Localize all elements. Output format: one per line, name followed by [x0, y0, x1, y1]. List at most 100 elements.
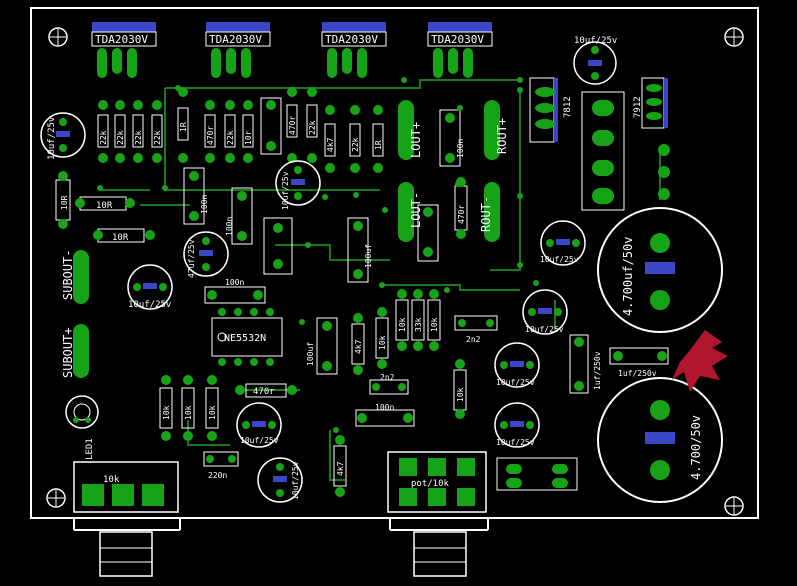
resistor-label: 22k: [153, 130, 162, 145]
resistor-label: 22k: [226, 130, 235, 145]
cap-right-3-label: 10uf/25v: [496, 378, 535, 387]
resistor-label: 470r: [253, 387, 275, 397]
resistor-label: 4k7: [354, 339, 363, 354]
rout-pos-label: ROUT+: [495, 118, 509, 154]
cap-left-mid: 10uf/25v: [127, 264, 173, 310]
cap-100n-bottom: 100n: [355, 403, 415, 427]
amp-ic-3-label: TDA2030V: [325, 33, 378, 46]
mounting-hole-top-left: [48, 27, 68, 47]
terminal-bottom-right: [496, 457, 578, 491]
resistor-label: 22k: [134, 130, 143, 145]
resistor-label: 470r: [288, 116, 297, 135]
big-cap-top-label: 4.700uf/50v: [621, 237, 635, 316]
amp-ic-3: TDA2030V: [321, 22, 387, 78]
cap-mid-2: 47uf/25v: [183, 231, 229, 278]
resistor-horizontal-group: 10R 10R 10R: [55, 171, 155, 243]
cap-2n2-right: 2n2: [454, 315, 498, 344]
opamp-ne5532: NE5532N: [211, 308, 283, 366]
subout-neg-label: SUBOUT-: [61, 249, 75, 300]
resistor-label: 4k7: [336, 461, 345, 476]
resistor-label: 1R: [374, 140, 383, 150]
regulator-7912-label: 7912: [633, 96, 643, 118]
cap-1uf-h-label: 1uf/250v: [618, 369, 657, 378]
lout-neg-label: LOUT-: [409, 192, 423, 228]
resistor-label: 10k: [398, 317, 407, 332]
copper-traces: [100, 79, 661, 481]
resistor-bodies-top: [97, 104, 384, 157]
resistor-label: 10k: [208, 405, 217, 420]
pot-right[interactable]: pot/10k: [387, 451, 487, 577]
cap-1uf-vertical: 1uf/250v: [569, 334, 602, 394]
cap-mid-1-label: 10uf/25v: [281, 171, 290, 210]
resistor-label: 22k: [351, 137, 360, 152]
power-terminal: [581, 91, 625, 211]
cap-1uf-horizontal: 1uf/250v: [609, 347, 669, 378]
cap-100n-top: 100n: [204, 278, 266, 304]
cap-bottom-2-label: 10uf/25v: [291, 461, 300, 500]
resistor-label: 10k: [456, 387, 465, 402]
subout-connector: SUBOUT- SUBOUT+: [61, 249, 89, 378]
led-label: LED1: [85, 438, 95, 460]
cap-top-right-small: 10uf/25v: [573, 36, 617, 85]
resistor-label: 10R: [112, 233, 129, 243]
mounting-hole-bottom-right: [724, 496, 744, 516]
resistor-label: 10R: [60, 195, 69, 210]
cap-220n: 220n: [203, 451, 239, 480]
cap-100n-b-label: 100n: [375, 403, 394, 412]
resistor-label: 10k: [378, 335, 387, 350]
resistor-label: 4k7: [326, 137, 335, 152]
resistor-labels-top: 22k 22k 22k 22k 1R 470r 22k 10r 470r 22k…: [99, 116, 383, 152]
cap-mid-1: 10uf/25v: [275, 160, 321, 210]
cap-right-4: 10uf/25v: [494, 402, 540, 448]
regulator-7912: 7912: [633, 77, 668, 129]
cap-right-1: 10uf/25v: [540, 220, 586, 266]
cap-mid-2-label: 47uf/25v: [187, 239, 196, 278]
board-outline: [30, 7, 759, 519]
big-cap-bottom-label: 4.700/50v: [689, 415, 703, 480]
resistor-label: 10r: [244, 130, 253, 145]
cap-label: 100n: [200, 195, 209, 214]
big-cap-top: 4.700uf/50v: [597, 207, 723, 333]
cap-right-2: 10uf/25v: [522, 289, 568, 335]
mounting-hole-bottom-left: [46, 488, 66, 508]
resistor-label: 470r: [206, 126, 215, 145]
amp-ic-1-label: TDA2030V: [95, 33, 148, 46]
resistor-label: 10k: [162, 405, 171, 420]
cap-left-top-label: 10uf/25v: [47, 117, 57, 160]
cap-label: 100n: [456, 139, 465, 158]
lout-pos-label: LOUT+: [409, 122, 423, 158]
resistor-label: 22k: [116, 130, 125, 145]
cap-right-4-label: 10uf/25v: [496, 438, 535, 447]
cap-right-3: 10uf/25v: [494, 342, 540, 388]
cap-right-1-label: 10uf/25v: [540, 255, 579, 264]
resistor-row-top: [98, 87, 383, 173]
cap-label: 100uf: [306, 342, 315, 366]
amp-ic-4-label: TDA2030V: [431, 33, 484, 46]
cap-1uf-label: 1uf/250v: [593, 351, 602, 390]
cap-left-top: 10uf/25v: [40, 112, 86, 160]
cap-bottom-2: 10uf/25v: [257, 457, 303, 503]
cap-2n2-mid-label: 2n2: [380, 373, 395, 382]
resistor-label: 22k: [99, 130, 108, 145]
pot-left[interactable]: 10k: [73, 461, 179, 577]
resistor-mid-group: 4k7 10k 10k 33k 10k 10k 470r: [351, 177, 468, 419]
cap-100n-label: 100n: [225, 278, 244, 287]
cap-bottom-1: 10uf/25v: [236, 402, 282, 448]
pot-right-label: pot/10k: [411, 479, 450, 489]
resistor-label: 10R: [96, 201, 113, 211]
opamp-label: NE5532N: [224, 333, 266, 344]
resistor-label: 470r: [457, 205, 466, 224]
led: LED1: [65, 395, 99, 460]
logo: [672, 330, 728, 392]
resistor-label: 33k: [414, 317, 423, 332]
amp-ic-1: TDA2030V: [91, 22, 157, 78]
cap-label: 100uf: [364, 244, 373, 268]
amp-ic-4: TDA2030V: [427, 22, 493, 78]
regulator-7812-label: 7812: [563, 96, 573, 118]
pad-column-right: [658, 144, 670, 200]
output-connectors: LOUT+ LOUT- ROUT+ ROUT-: [398, 100, 509, 242]
resistor-label: 10k: [184, 405, 193, 420]
cap-top-right-label: 10uf/25v: [574, 36, 617, 46]
resistor-bottom-group: 10k 10k 10k 470r 4k7: [159, 375, 347, 497]
cap-left-mid-label: 10uf/25v: [128, 300, 171, 310]
